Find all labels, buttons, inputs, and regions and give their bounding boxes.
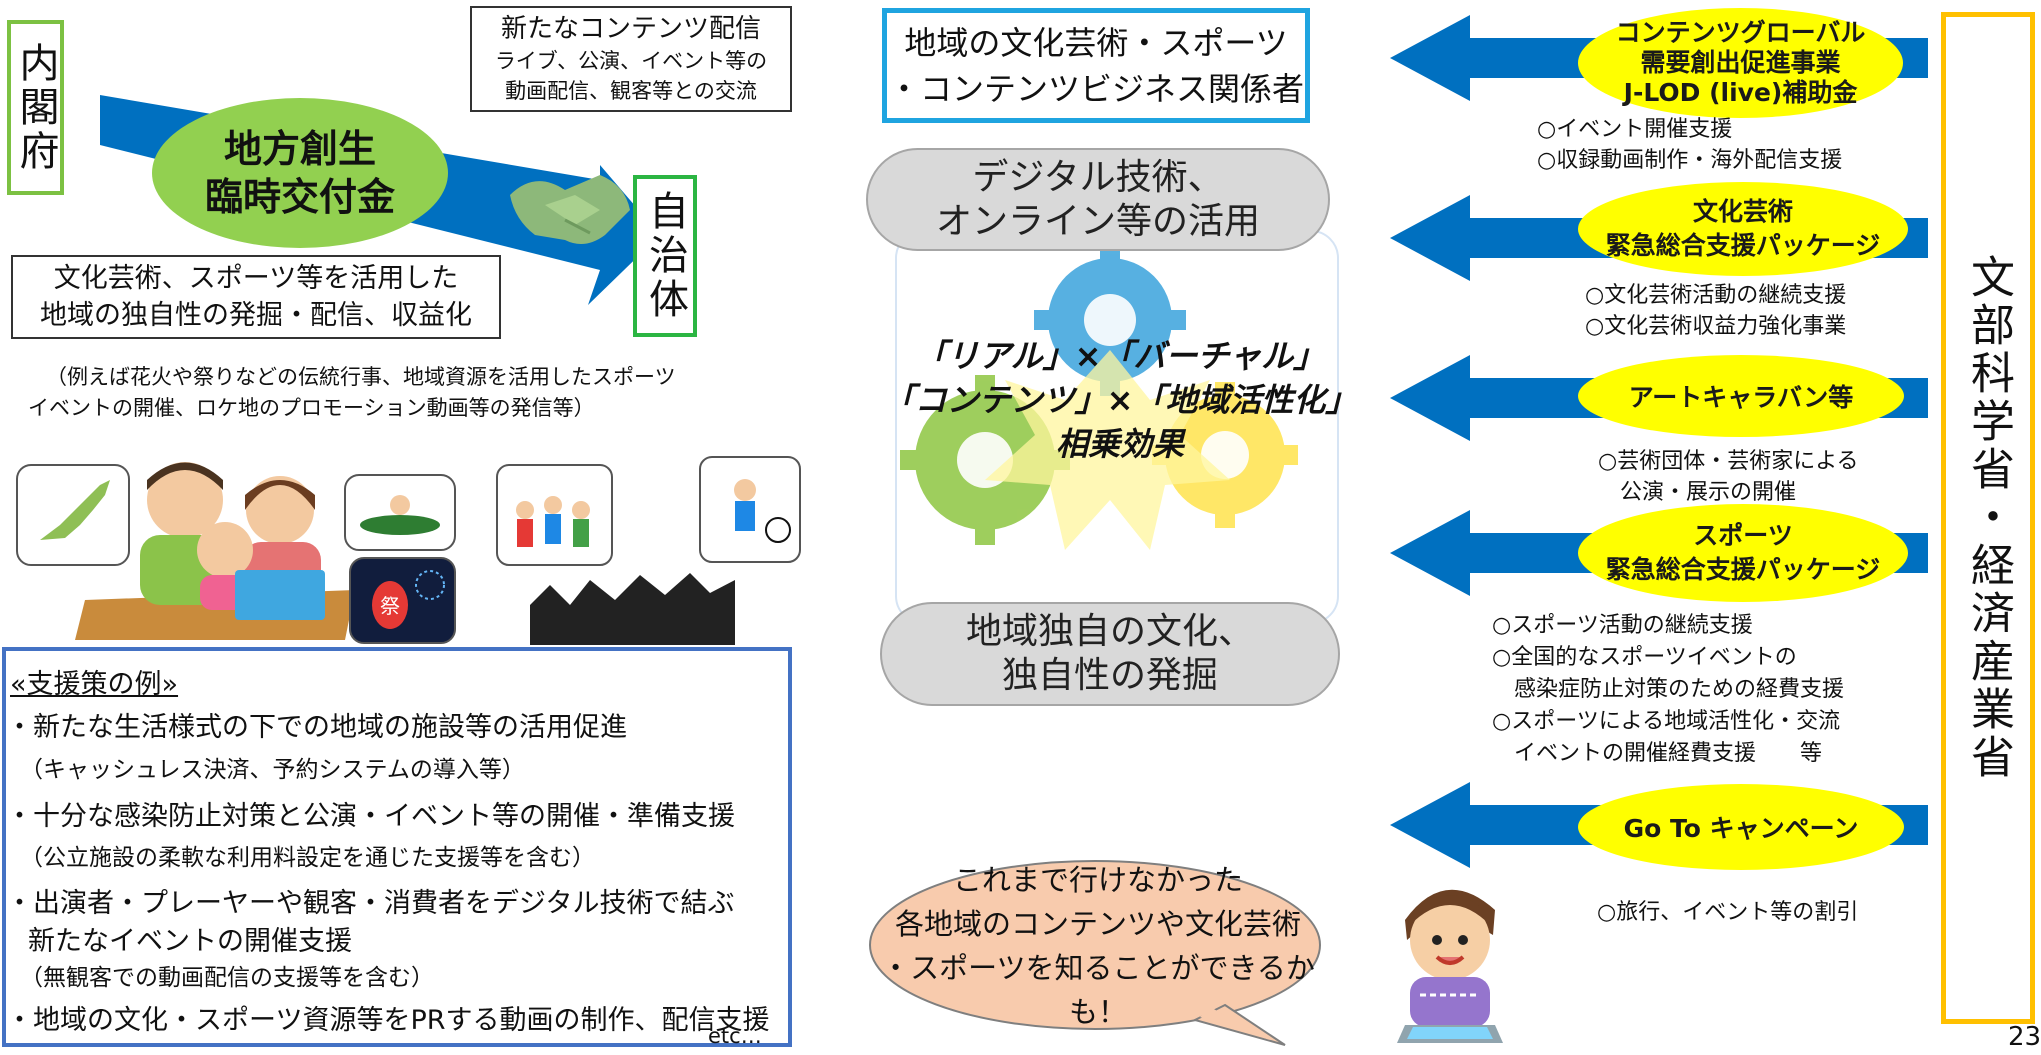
jlod-title-1: コンテンツグローバル: [1615, 18, 1866, 47]
gears-image: [900, 244, 1298, 550]
support-measures-box: «支援策の例» ・新たな生活様式の下での地域の施設等の活用促進 （キャッシュレス…: [2, 647, 792, 1048]
culture-utilization-box: 文化芸術、スポーツ等を活用した 地域の独自性の発掘・配信、収益化: [11, 255, 501, 339]
speech-bubble-shape: [869, 860, 1321, 1046]
program-title-sports: スポーツ 緊急総合支援パッケージ: [1578, 504, 1908, 602]
culture-arts-bullets: ○文化芸術活動の継続支援 ○文化芸術収益力強化事業: [1585, 283, 1847, 339]
handshake-icon: [510, 175, 630, 244]
support-item-3-cont: 新たなイベントの開催支援: [28, 926, 352, 957]
speech-bubble-text: これまで行けなかった 各地域のコンテンツや文化芸術 ・スポーツを知ることができる…: [868, 863, 1328, 1029]
content-distribution-box: 新たなコンテンツ配信 ライブ、公演、イベント等の 動画配信、観客等との交流: [470, 6, 792, 112]
example-note-line-2: イベントの開催、ロケ地のプロモーション動画等の発信等）: [28, 396, 595, 420]
digital-line-2: オンライン等の活用: [935, 200, 1260, 242]
family-illustration: 祭: [15, 440, 475, 645]
municipality-box: 自治体: [633, 175, 697, 337]
goto-bullets: ○旅行、イベント等の割引: [1597, 900, 1859, 925]
support-item-3: ・出演者・プレーヤーや観客・消費者をデジタル技術で結ぶ: [6, 888, 735, 919]
cabinet-office-label: 内閣府: [12, 41, 59, 174]
program-title-culture-arts: 文化芸術 緊急総合支援パッケージ: [1578, 182, 1908, 276]
local-culture-line-2: 独自性の発掘: [1001, 655, 1218, 696]
digital-online-pill: デジタル技術、 オンライン等の活用: [866, 148, 1330, 251]
synergy-line-3: 相乗効果: [1055, 425, 1184, 463]
content-distribution-title: 新たなコンテンツ配信: [500, 14, 761, 44]
culture-box-line-2: 地域の独自性の発掘・配信、収益化: [40, 300, 472, 331]
support-item-2-note: （公立施設の柔軟な利用料設定を通じた支援等を含む）: [20, 845, 595, 871]
support-item-3-note: （無観客での動画配信の支援等を含む）: [20, 965, 434, 991]
speech-line-2: 各地域のコンテンツや文化芸術: [894, 907, 1301, 941]
art-caravan-bullets: ○芸術団体・芸術家による 公演・展示の開催: [1598, 449, 1859, 505]
content-distribution-line-2: 動画配信、観客等との交流: [505, 79, 757, 103]
synergy-line-1: 「リアル」×「バーチャル」: [914, 337, 1326, 375]
sports-title-1: スポーツ: [1693, 521, 1793, 550]
culture-arts-title-1: 文化芸術: [1692, 197, 1793, 226]
speech-line-3: ・スポーツを知ることができるかも！: [881, 951, 1315, 1029]
regional-grant-ellipse: 地方創生 臨時交付金: [152, 98, 448, 248]
support-heading: «支援策の例»: [10, 669, 179, 700]
content-distribution-line-1: ライブ、公演、イベント等の: [494, 49, 768, 73]
grant-line-1: 地方創生: [223, 127, 376, 171]
family-at-laptop-image: 祭: [16, 462, 456, 644]
ministry-box: 文部科学省・経済産業省: [1941, 12, 2035, 1024]
program-title-art-caravan: アートキャラバン等: [1578, 355, 1904, 437]
jlod-title-3: J-LOD (live)補助金: [1623, 78, 1858, 107]
digital-line-1: デジタル技術、: [972, 156, 1224, 198]
jlod-bullets: ○イベント開催支援 ○収録動画制作・海外配信支援: [1537, 117, 1843, 173]
goto-title: Go To キャンペーン: [1623, 814, 1859, 843]
local-culture-line-1: 地域独自の文化、: [965, 611, 1254, 652]
support-etc: etc…: [708, 1024, 762, 1048]
synergy-text: 「リアル」×「バーチャル」 「コンテンツ」×「地域活性化」 相乗効果: [860, 330, 1380, 470]
concert-illustration: [495, 455, 805, 645]
concert-crowd-image: [496, 456, 801, 645]
local-culture-pill: 地域独自の文化、 独自性の発掘: [880, 602, 1340, 706]
example-note: （例えば花火や祭りなどの伝統行事、地域資源を活用したスポーツ イベントの開催、ロ…: [28, 362, 676, 424]
program-title-goto: Go To キャンペーン: [1578, 784, 1904, 870]
stakeholders-line-1: 地域の文化芸術・スポーツ: [904, 23, 1288, 62]
grant-line-2: 臨時交付金: [204, 175, 395, 219]
ministry-label: 文部科学省・経済産業省: [1963, 254, 2014, 782]
culture-arts-title-2: 緊急総合支援パッケージ: [1605, 231, 1881, 260]
boy-with-tablet-image: [1397, 889, 1503, 1043]
page-number: 23: [2008, 1022, 2041, 1052]
culture-box-line-1: 文化芸術、スポーツ等を活用した: [53, 263, 459, 294]
stakeholders-line-2: ・コンテンツビジネス関係者: [887, 69, 1304, 108]
support-item-1: ・新たな生活様式の下での地域の施設等の活用促進: [6, 712, 627, 743]
support-item-4: ・地域の文化・スポーツ資源等をPRする動画の制作、配信支援: [6, 1005, 770, 1036]
cabinet-office-box: 内閣府: [7, 20, 64, 195]
festival-lantern-label: 祭: [380, 594, 400, 618]
sports-bullets: ○スポーツ活動の継続支援 ○全国的なスポーツイベントの 感染症防止対策のための経…: [1492, 613, 1845, 766]
example-note-line-1: （例えば花火や祭りなどの伝統行事、地域資源を活用したスポーツ: [46, 365, 676, 389]
speech-line-1: これまで行けなかった: [952, 863, 1243, 897]
synergy-line-2: 「コンテンツ」×「地域活性化」: [882, 381, 1358, 419]
art-caravan-title: アートキャラバン等: [1628, 383, 1854, 412]
support-item-2: ・十分な感染防止対策と公演・イベント等の開催・準備支援: [6, 801, 735, 832]
stakeholders-box: 地域の文化芸術・スポーツ ・コンテンツビジネス関係者: [882, 8, 1310, 123]
municipality-label: 自治体: [642, 190, 688, 322]
program-title-jlod: コンテンツグローバル 需要創出促進事業 J-LOD (live)補助金: [1578, 8, 1903, 118]
support-item-1-note: （キャッシュレス決済、予約システムの導入等）: [20, 757, 525, 783]
jlod-title-2: 需要創出促進事業: [1640, 48, 1841, 77]
sports-title-2: 緊急総合支援パッケージ: [1605, 555, 1881, 584]
